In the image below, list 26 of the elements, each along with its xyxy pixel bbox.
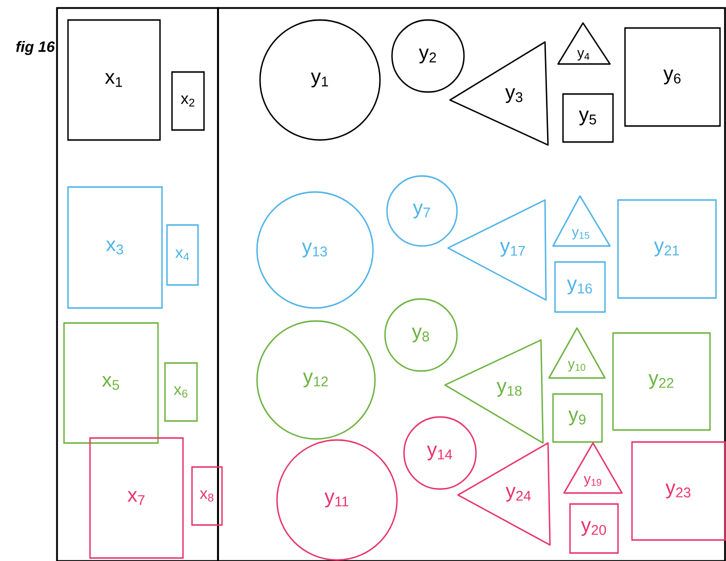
panel-frame bbox=[217, 7, 726, 561]
triangle: y$_{10}$ bbox=[548, 327, 606, 379]
rectangle: x$_{3}$ bbox=[67, 186, 163, 309]
rectangle: x$_{7}$ bbox=[89, 437, 184, 559]
rectangle: x$_{5}$ bbox=[63, 322, 159, 444]
rectangle: y$_{5}$ bbox=[562, 93, 614, 143]
rectangle: y$_{20}$ bbox=[569, 503, 619, 554]
rectangle: x$_{6}$ bbox=[164, 362, 198, 422]
triangle: y$_{18}$ bbox=[444, 339, 544, 444]
triangle: y$_{15}$ bbox=[552, 195, 611, 247]
triangle: y$_{4}$ bbox=[557, 22, 611, 65]
triangle: y$_{17}$ bbox=[447, 199, 547, 301]
rectangle: y$_{9}$ bbox=[552, 393, 603, 443]
rectangle: x$_{4}$ bbox=[166, 224, 199, 286]
rectangle: x$_{2}$ bbox=[171, 71, 205, 131]
rectangle: y$_{23}$ bbox=[631, 441, 726, 541]
triangle: y$_{19}$ bbox=[563, 442, 623, 494]
rectangle: y$_{16}$ bbox=[554, 261, 606, 313]
triangle: y$_{3}$ bbox=[449, 41, 549, 146]
rectangle: y$_{21}$ bbox=[617, 199, 717, 299]
rectangle: y$_{22}$ bbox=[612, 332, 711, 431]
rectangle: x$_{8}$ bbox=[191, 466, 223, 526]
triangle: y$_{24}$ bbox=[457, 442, 551, 546]
panel-frame bbox=[56, 7, 219, 561]
rectangle: x$_{1}$ bbox=[67, 19, 161, 141]
rectangle: y$_{6}$ bbox=[624, 27, 721, 127]
